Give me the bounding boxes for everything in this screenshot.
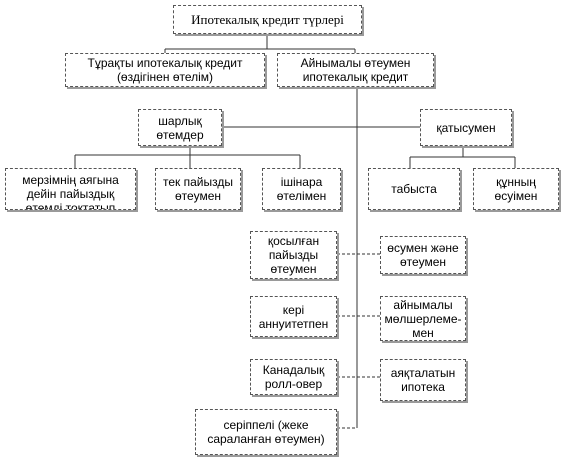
interest-only-node: тек пайызды өтеумен: [155, 168, 241, 210]
balloon-mortgage-node: аяқталатын ипотека: [380, 359, 466, 401]
participation-node: қатысумен: [420, 109, 512, 146]
income-node: табыста: [368, 168, 460, 210]
flexible-node: серіппелі (жеке сараланған өтеумен): [195, 409, 337, 455]
reverse-annuity-node: кері аннуитетпен: [250, 296, 337, 337]
value-growth-node: құнның өсуімен: [473, 168, 559, 210]
canadian-rollover-node: Канадалық ролл-овер: [250, 359, 337, 395]
variable-mortgage-node: Айнымалы өтеумен ипотекалық кредит: [277, 53, 434, 87]
term-interest-node: мерзімнің аягына дейін пайыздық өтемді т…: [5, 168, 136, 210]
fixed-mortgage-node: Тұрақты ипотекалық кредит (өздігінен өте…: [65, 53, 265, 87]
partial-node: ішінара өтелімен: [262, 168, 341, 210]
added-interest-node: қосылған пайызды өтеумен: [250, 231, 337, 279]
variable-amount-node: айнымалы мөлшерлеме-мен: [380, 296, 466, 341]
root-node: Ипотекалық кредит түрлері: [173, 5, 362, 34]
staged-payments-node: шарлық өтемдер: [138, 109, 222, 146]
growth-payment-node: өсумен және өтеумен: [380, 236, 466, 274]
